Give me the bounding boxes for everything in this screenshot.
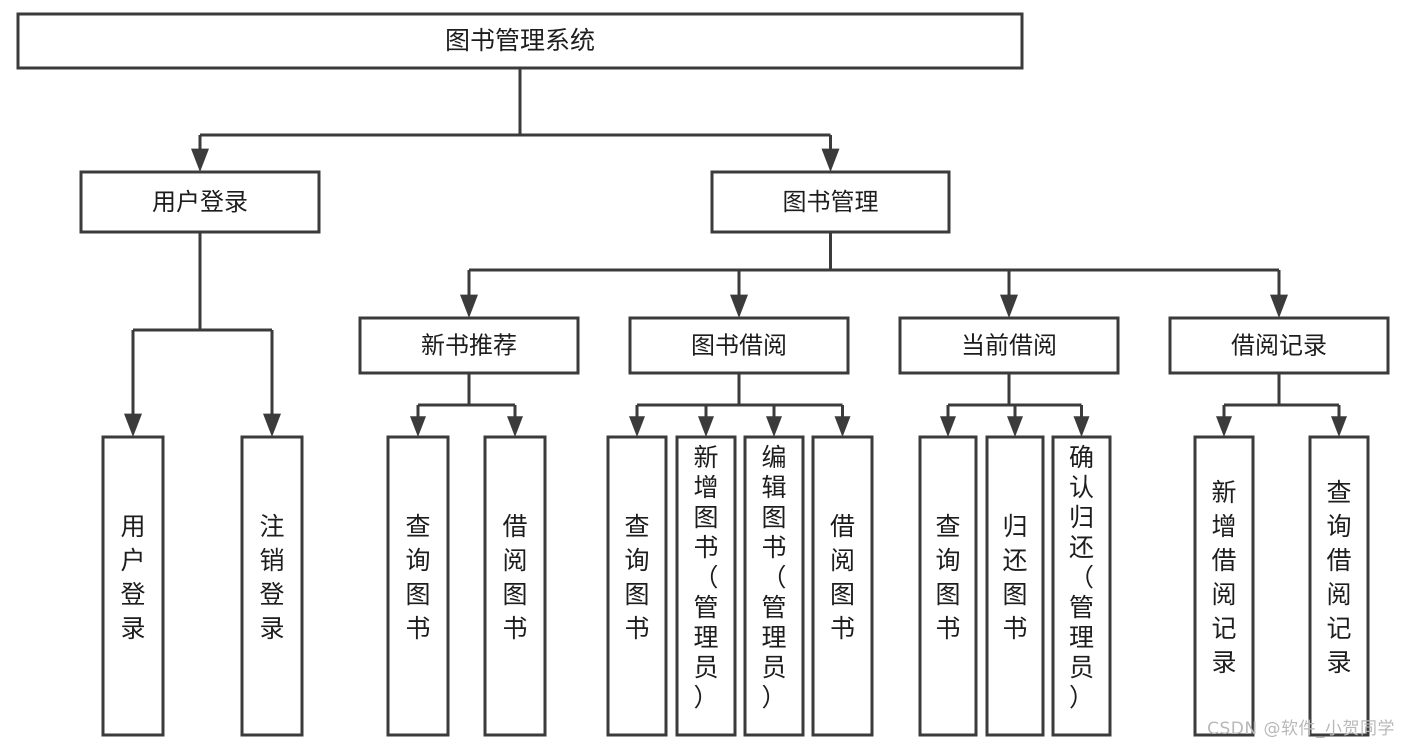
arrow-head-icon [410,416,426,437]
leaf-leaf-return-book-box[interactable] [985,435,1045,737]
node-user-login-label: 用户登录 [152,188,248,216]
node-borrow-record[interactable]: 借阅记录 [1168,316,1390,375]
arrow-head-icon [507,416,523,437]
leaf-leaf-borrow-book-2-label: 借阅图书 [830,512,855,643]
node-root-system-label: 图书管理系统 [445,26,595,55]
node-current-borrow-box[interactable] [898,316,1120,375]
leaf-leaf-confirm-return-admin-box[interactable] [1051,435,1112,737]
node-root-system[interactable]: 图书管理系统 [16,12,1024,70]
leaf-leaf-add-borrow-record-label: 新增借阅记录 [1211,478,1236,677]
arrow-head-icon [1331,416,1347,437]
leaf-leaf-borrow-book-1-label: 借阅图书 [502,512,527,643]
arrow-head-icon [191,148,209,172]
leaf-leaf-user-logout[interactable]: 注销登录 [240,435,304,737]
node-book-management-box[interactable] [710,170,951,234]
node-borrow-record-box[interactable] [1168,316,1390,375]
leaf-leaf-confirm-return-admin-label: 确认归还（管理员） [1069,443,1094,712]
arrow-head-icon [730,294,748,318]
node-user-login[interactable]: 用户登录 [79,170,321,234]
leaf-leaf-add-borrow-record[interactable]: 新增借阅记录 [1193,435,1255,737]
node-book-management[interactable]: 图书管理 [710,170,951,234]
arrow-head-icon [698,416,714,437]
leaf-leaf-confirm-return-admin[interactable]: 确认归还（管理员） [1051,435,1112,737]
leaf-leaf-query-book-3-label: 查询图书 [935,512,960,643]
leaf-leaf-query-borrow-record[interactable]: 查询借阅记录 [1308,435,1370,737]
leaf-leaf-user-login-box[interactable] [101,435,165,737]
leaf-leaf-query-book-1-label: 查询图书 [405,512,430,643]
leaf-leaf-add-book-admin-box[interactable] [675,435,737,737]
node-borrow-record-label: 借阅记录 [1231,332,1327,360]
arrow-head-icon [1216,416,1232,437]
arrow-head-icon [821,148,840,172]
node-new-book-recommend-box[interactable] [358,316,580,375]
node-new-book-recommend[interactable]: 新书推荐 [358,316,580,375]
leaf-leaf-edit-book-admin[interactable]: 编辑图书（管理员） [743,435,805,737]
arrow-head-icon [629,416,645,437]
leaf-leaf-return-book[interactable]: 归还图书 [985,435,1045,737]
leaf-leaf-query-borrow-record-label: 查询借阅记录 [1326,478,1351,677]
watermark-label: CSDN @软件_小贺同学 [1207,719,1395,739]
node-user-login-box[interactable] [79,170,321,234]
arrow-head-icon [124,413,142,437]
node-book-borrow-box[interactable] [628,316,850,375]
leaf-leaf-add-borrow-record-box[interactable] [1193,435,1255,737]
leaf-leaf-user-logout-label: 注销登录 [259,512,284,643]
leaf-leaf-query-book-2-box[interactable] [606,435,668,737]
node-book-borrow-label: 图书借阅 [691,332,787,360]
node-root-system-box[interactable] [16,12,1024,70]
arrow-head-icon [263,413,281,437]
leaf-leaf-edit-book-admin-label: 编辑图书（管理员） [761,443,786,712]
arrow-head-icon [1073,416,1090,437]
arrow-head-icon [834,416,851,437]
leaf-leaf-query-borrow-record-box[interactable] [1308,435,1370,737]
arrow-head-icon [1007,416,1023,437]
leaf-leaf-return-book-label: 归还图书 [1002,512,1027,643]
node-book-borrow[interactable]: 图书借阅 [628,316,850,375]
leaf-leaf-user-login-label: 用户登录 [120,512,145,643]
leaf-leaf-query-book-1[interactable]: 查询图书 [386,435,450,737]
leaf-leaf-borrow-book-1-box[interactable] [483,435,547,737]
node-current-borrow-label: 当前借阅 [961,332,1057,360]
node-layer: 图书管理系统用户登录图书管理新书推荐图书借阅当前借阅借阅记录用户登录注销登录查询… [16,12,1390,737]
leaf-leaf-query-book-2[interactable]: 查询图书 [606,435,668,737]
node-current-borrow[interactable]: 当前借阅 [898,316,1120,375]
leaf-leaf-user-logout-box[interactable] [240,435,304,737]
leaf-leaf-query-book-3-box[interactable] [918,435,978,737]
node-new-book-recommend-label: 新书推荐 [421,332,517,360]
leaf-leaf-borrow-book-2-box[interactable] [811,435,874,737]
leaf-leaf-add-book-admin-label: 新增图书（管理员） [693,443,718,712]
leaf-leaf-add-book-admin[interactable]: 新增图书（管理员） [675,435,737,737]
connector-layer [124,68,1347,437]
arrow-head-icon [1270,294,1288,318]
node-book-management-label: 图书管理 [783,188,879,216]
leaf-leaf-query-book-1-box[interactable] [386,435,450,737]
arrow-head-icon [940,416,956,437]
leaf-leaf-borrow-book-2[interactable]: 借阅图书 [811,435,874,737]
leaf-leaf-user-login[interactable]: 用户登录 [101,435,165,737]
leaf-leaf-query-book-3[interactable]: 查询图书 [918,435,978,737]
leaf-leaf-borrow-book-1[interactable]: 借阅图书 [483,435,547,737]
leaf-leaf-query-book-2-label: 查询图书 [624,512,649,643]
arrow-head-icon [460,294,478,318]
leaf-leaf-edit-book-admin-box[interactable] [743,435,805,737]
arrow-head-icon [766,416,782,437]
arrow-head-icon [1000,294,1018,318]
